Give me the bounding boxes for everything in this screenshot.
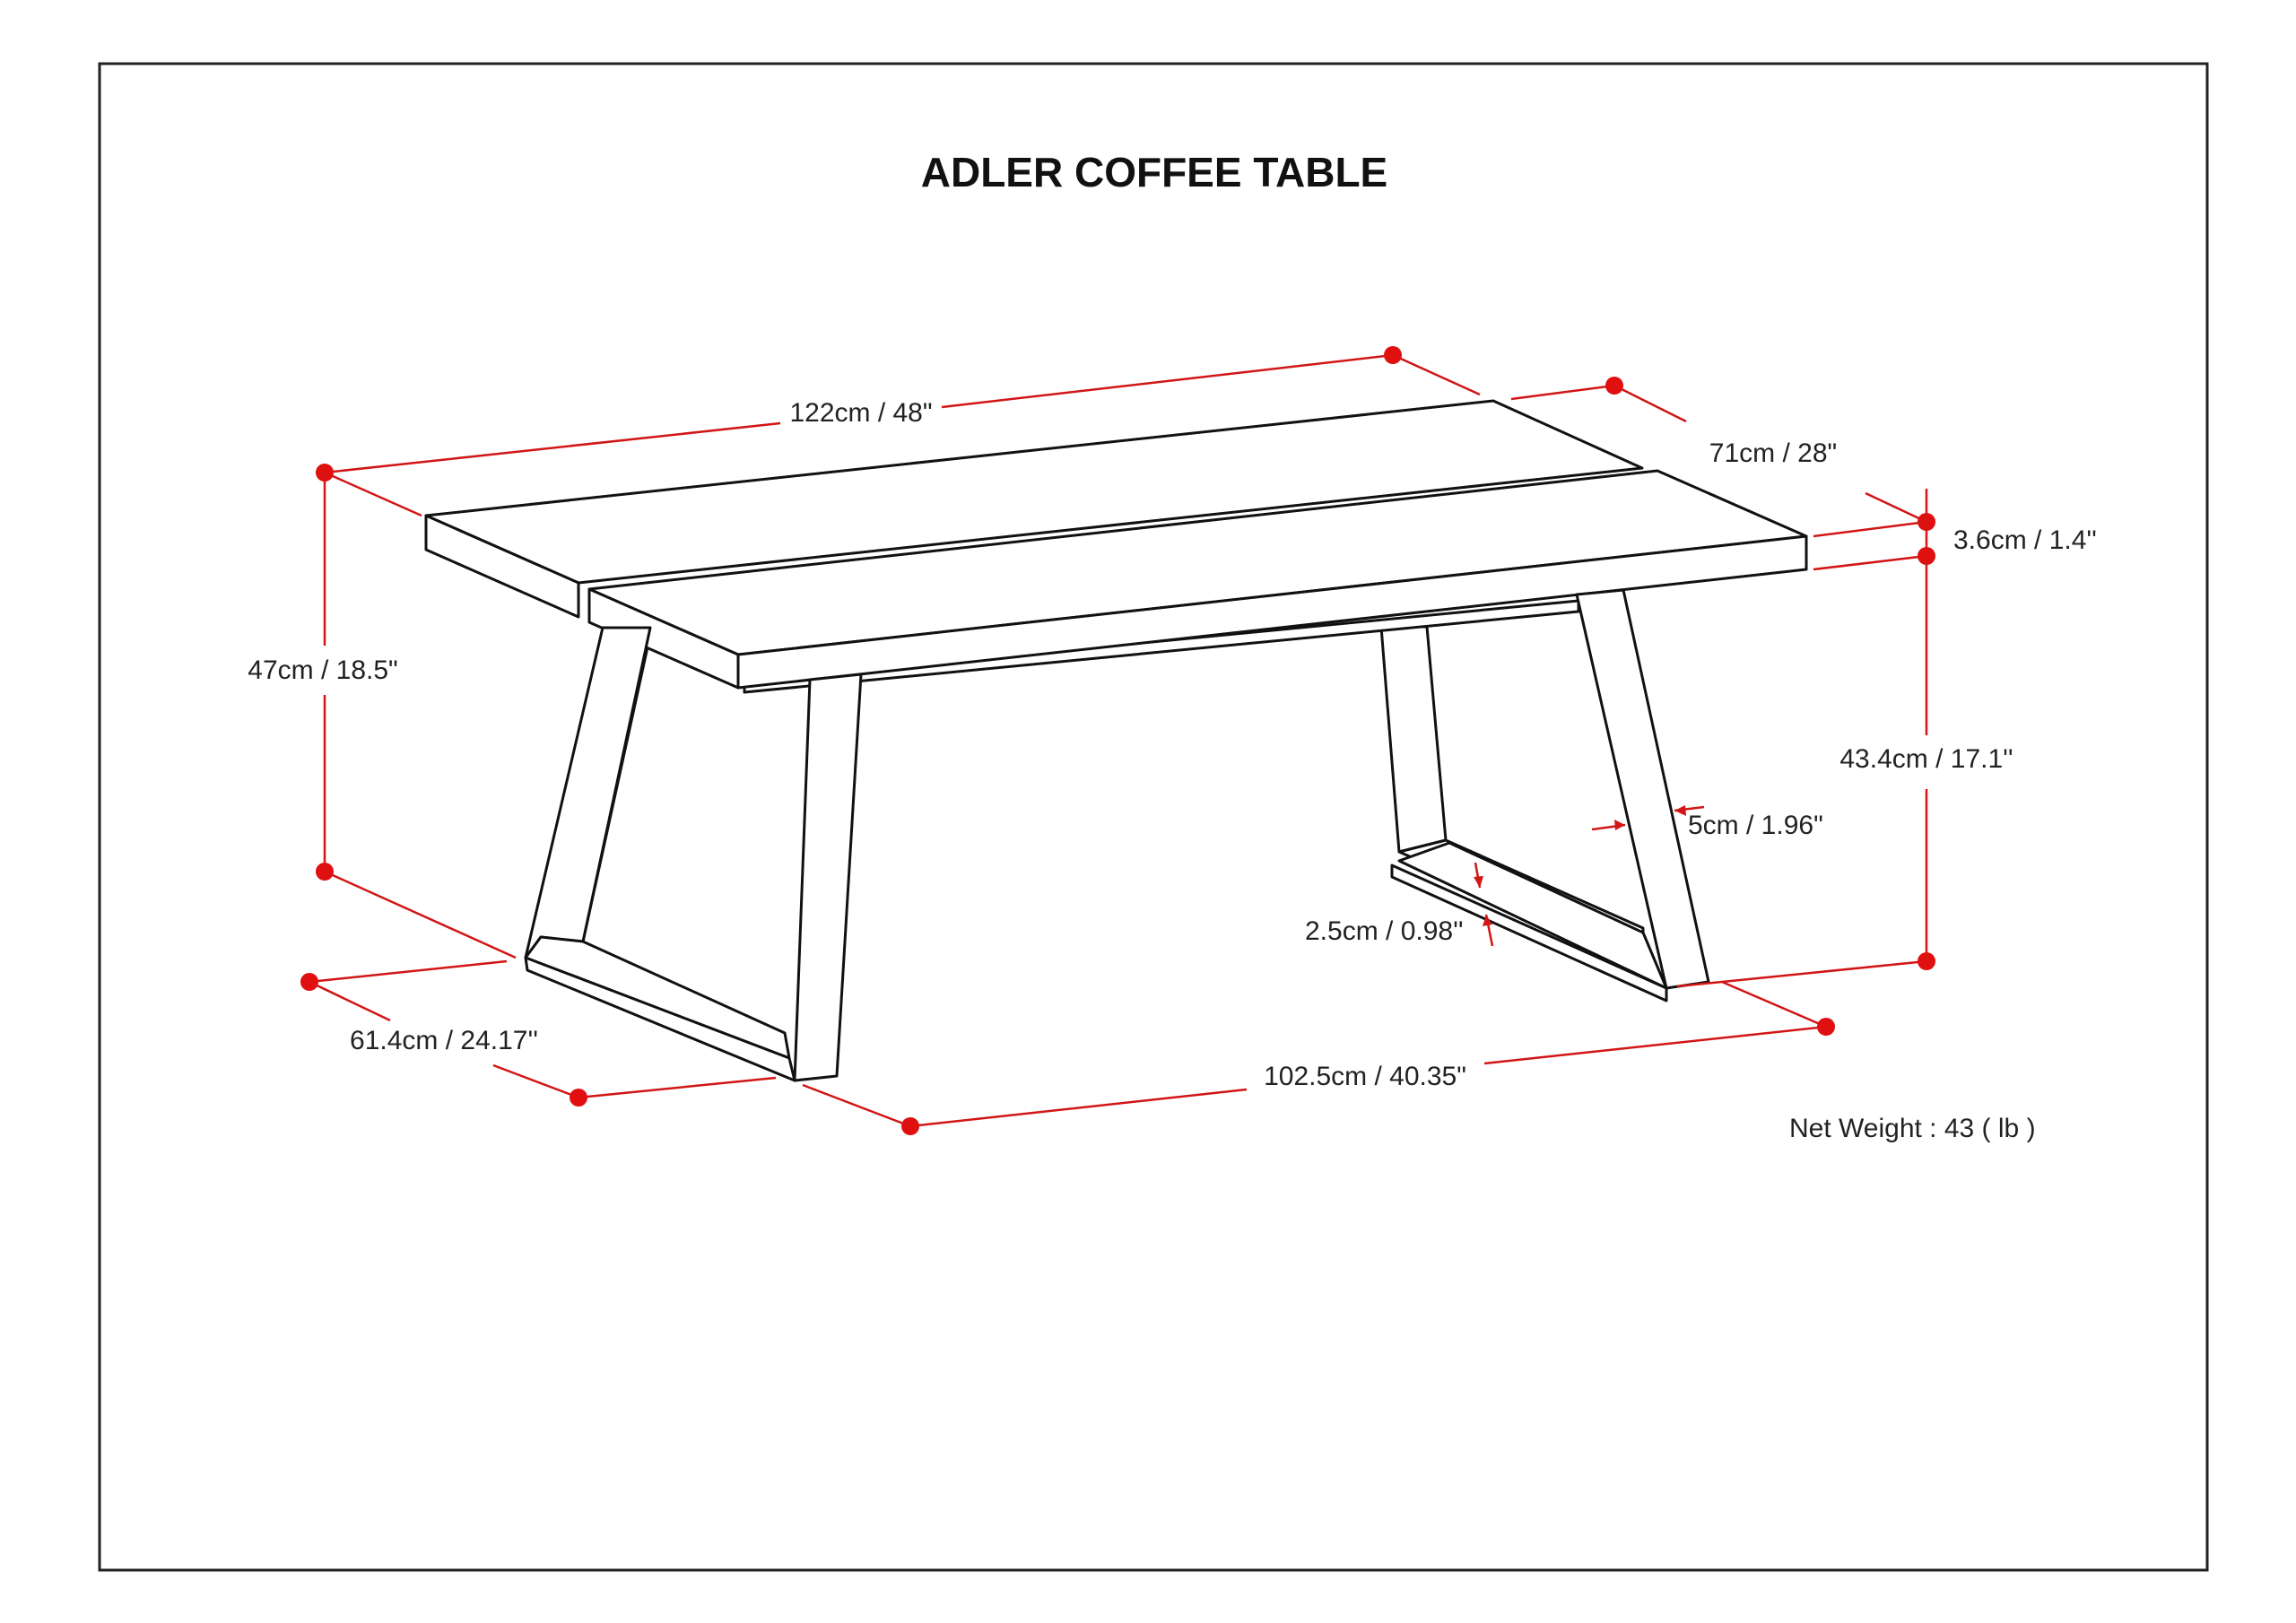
leg-width-label: 5cm / 1.96": [1688, 811, 1823, 840]
leg-depth-label: 61.4cm / 24.17'': [350, 1026, 538, 1055]
inner-length-end-dot-left: [901, 1117, 919, 1135]
height-extension-bottom: [324, 870, 517, 959]
depth-dim-line-b: [1865, 491, 1927, 524]
frame-border: [98, 62, 2209, 1572]
depth-dim-line-a: [1613, 384, 1687, 423]
inner-length-dim-line-left: [909, 1088, 1248, 1128]
apron-rail: [743, 599, 1580, 694]
depth-extension-top: [1510, 384, 1615, 401]
table-top-front-plank-front-edge: [736, 534, 1808, 690]
length-extension-right: [1392, 353, 1481, 396]
depth-label: 71cm / 28": [1709, 438, 1837, 468]
dimension-labels: 122cm / 48" 71cm / 28" 3.6cm / 1.4'' 47c…: [248, 398, 2097, 1143]
length-extension-left: [324, 471, 422, 517]
leg-width-arrow-head-left: [1614, 820, 1625, 830]
clearance-end-dot: [1918, 952, 1935, 970]
inner-length-extension-left: [802, 1083, 911, 1128]
inner-length-end-dot-right: [1817, 1018, 1835, 1036]
leg-depth-dim-line-a: [309, 980, 391, 1022]
leg-thickness-label: 2.5cm / 0.98'': [1305, 916, 1464, 946]
length-label: 122cm / 48": [789, 398, 932, 428]
length-dim-line-right: [941, 353, 1394, 409]
diagram-title: ADLER COFFEE TABLE: [921, 149, 1387, 195]
leg-depth-extension-bottom: [578, 1076, 777, 1099]
left-leg-foot: [524, 935, 791, 1060]
left-leg-foot-underside: [524, 956, 796, 1082]
right-leg-front-post: [1575, 588, 1710, 990]
inner-length-label: 102.5cm / 40.35": [1264, 1062, 1466, 1091]
clearance-height-label: 43.4cm / 17.1'': [1839, 744, 2013, 774]
table-top-back-plank-edge: [424, 514, 580, 619]
leg-thickness-arrow-head-top: [1474, 876, 1483, 888]
net-weight-label: Net Weight : 43 ( lb ): [1789, 1114, 2036, 1143]
thickness-extension-top: [1813, 520, 1927, 538]
leg-depth-end-dot-top: [300, 973, 318, 991]
clearance-extension-bottom: [1676, 959, 1927, 988]
right-leg-foot: [1390, 864, 1668, 1002]
depth-end-dot-top: [1605, 377, 1623, 395]
leg-depth-extension-top: [309, 959, 508, 984]
inner-length-dim-line-right: [1483, 1025, 1827, 1065]
thickness-extension-bottom: [1813, 554, 1927, 571]
height-label: 47cm / 18.5": [248, 655, 397, 685]
leg-depth-dim-line-b: [492, 1063, 579, 1099]
thickness-label: 3.6cm / 1.4'': [1953, 525, 2097, 555]
length-end-dot-right: [1384, 346, 1402, 364]
left-leg-front-post: [793, 673, 863, 1082]
left-leg-rear-post: [524, 626, 652, 959]
dimension-lines: [300, 346, 1935, 1135]
leg-thickness-arrow-head-bottom: [1483, 915, 1492, 926]
leg-depth-end-dot-bottom: [570, 1089, 587, 1107]
inner-length-extension-right: [1721, 980, 1827, 1028]
table-illustration: [424, 399, 1808, 1082]
leg-width-arrow-head-right: [1674, 805, 1686, 816]
right-leg-inner-foot: [1397, 841, 1668, 990]
length-dim-line-left: [324, 421, 781, 474]
far-right-leg-post: [1379, 625, 1448, 854]
